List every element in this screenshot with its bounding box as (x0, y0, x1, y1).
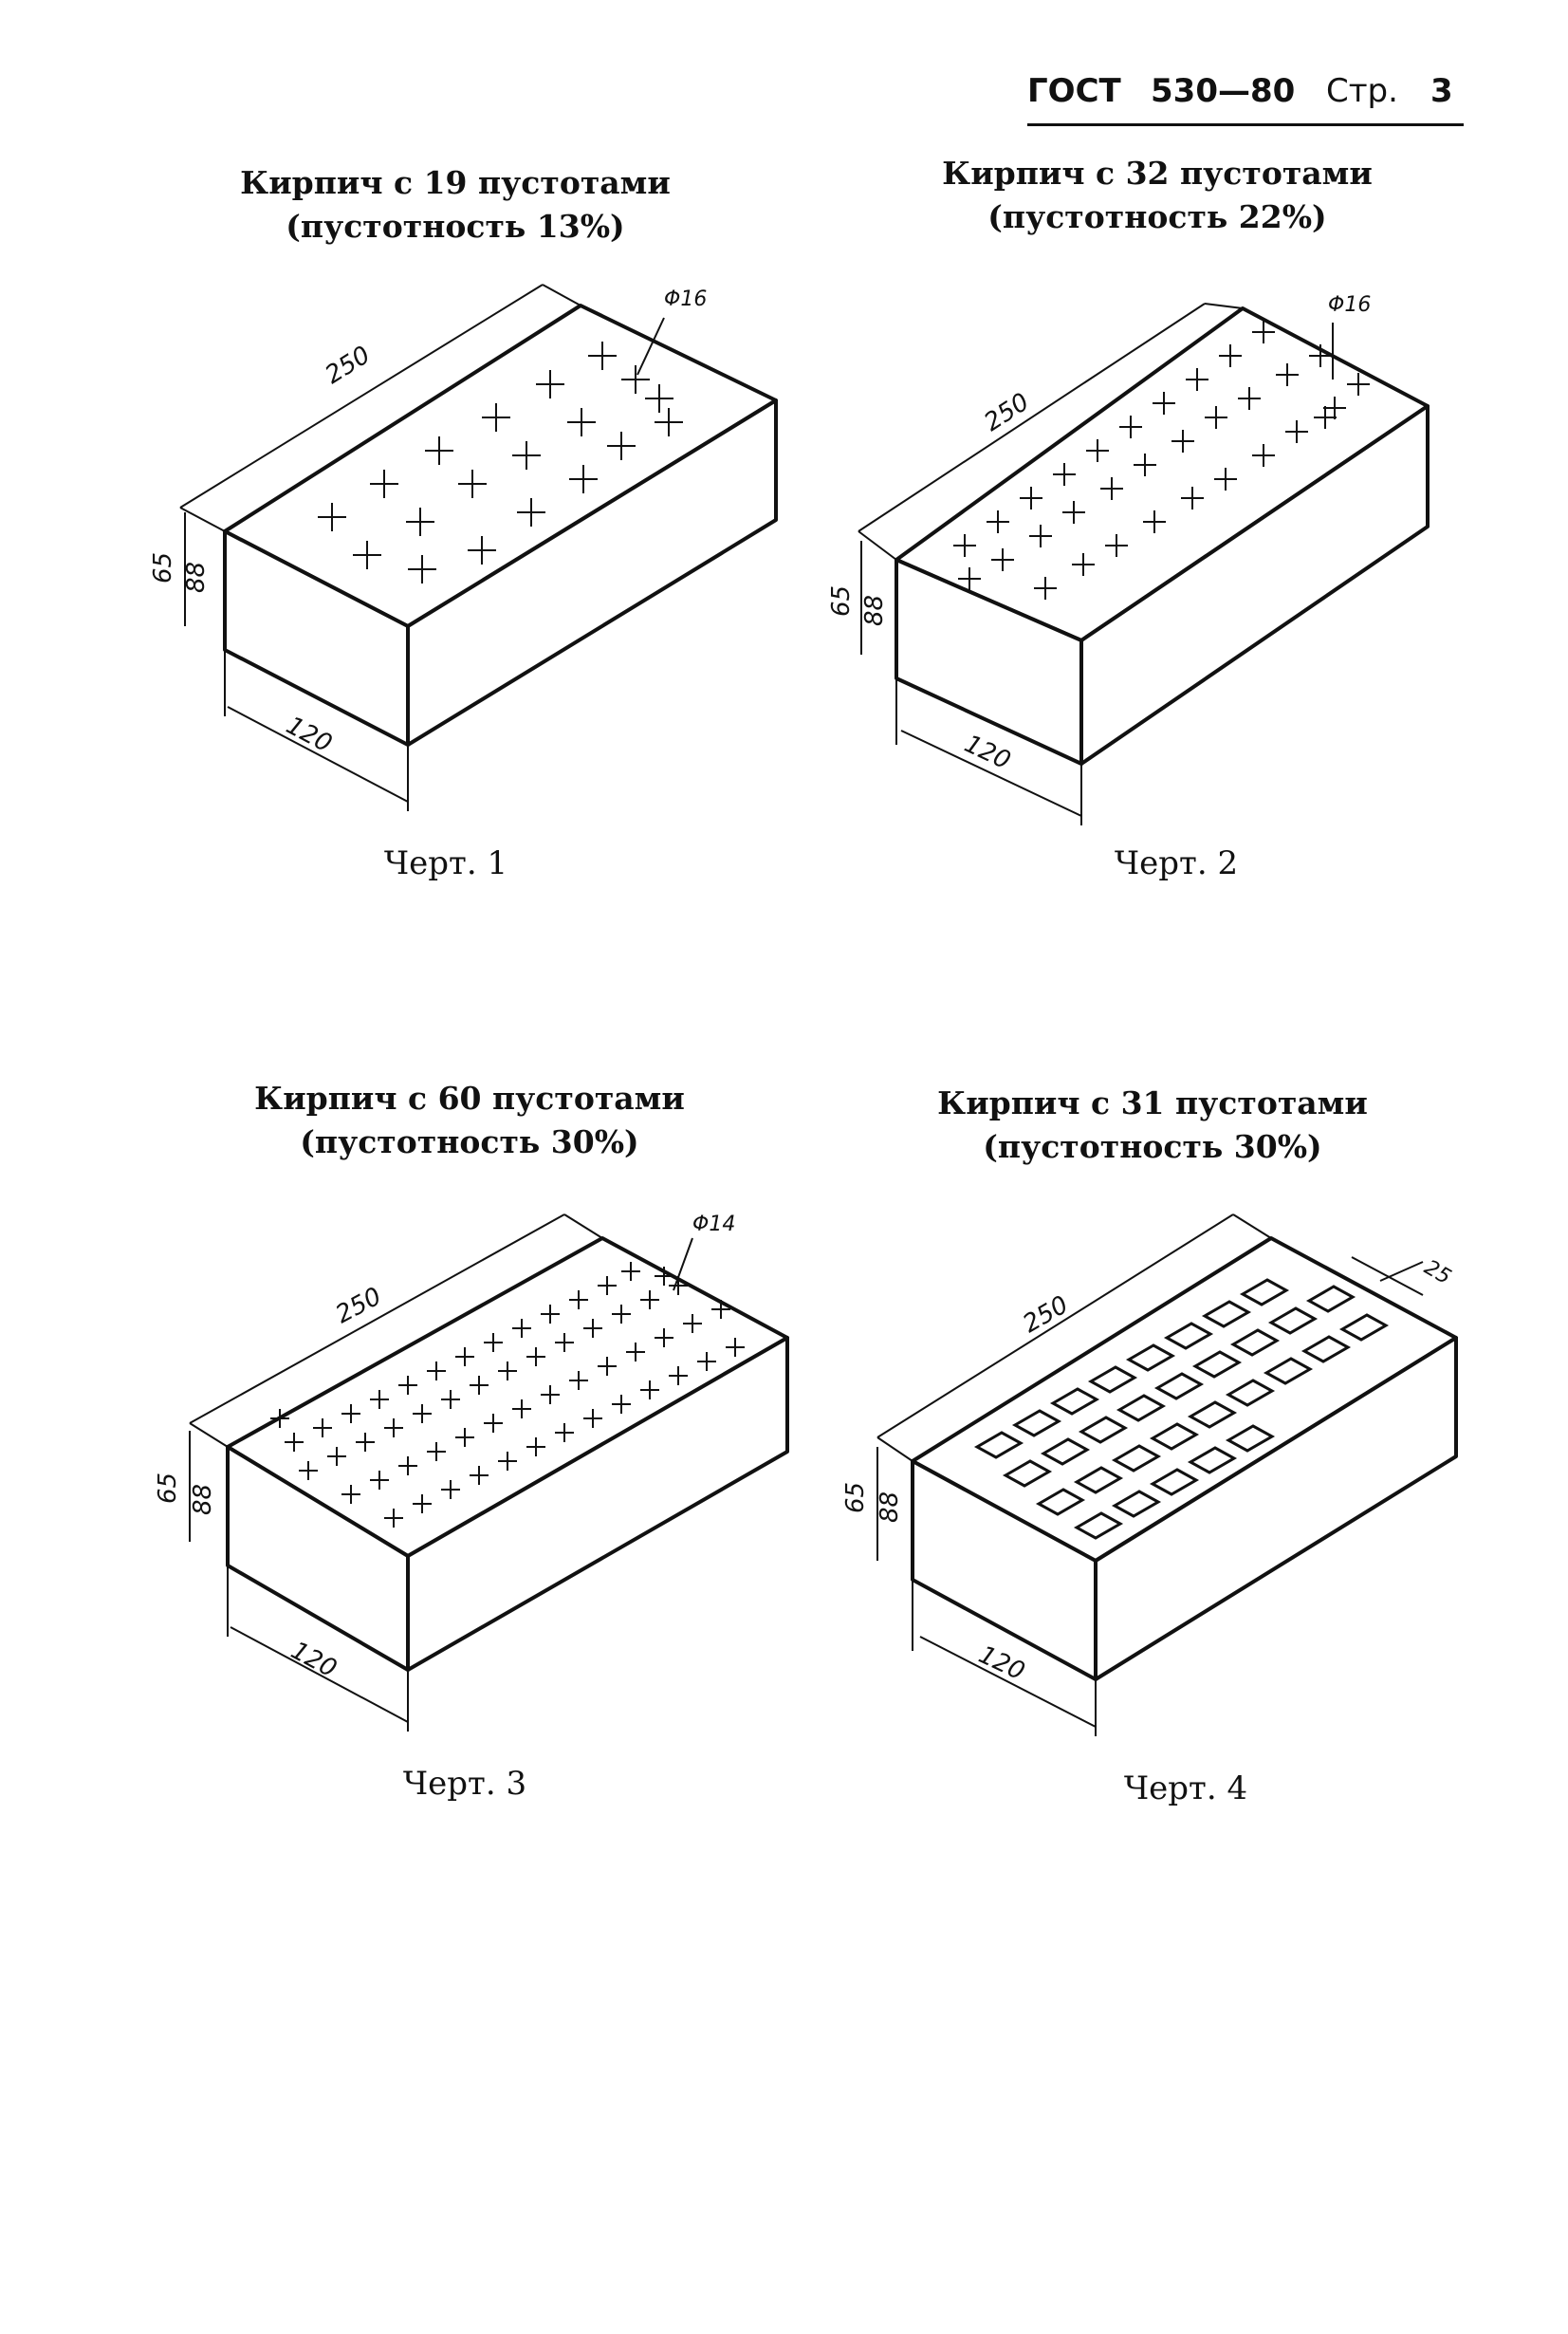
figure-3-caption: Кирпич с 60 пустотами (пустотность 30%) (204, 1077, 735, 1164)
brick-2-hole-label: Φ16 (1328, 293, 1371, 317)
brick-4-side-face (1094, 1336, 1458, 1681)
figure-2-subtitle: (пустотность 22%) (987, 198, 1327, 235)
brick-1-hole-label: Φ16 (664, 287, 707, 311)
page-header: ГОСТ 530—80 Стр. 3 (1027, 66, 1464, 126)
brick-2-width-dimension (900, 730, 1082, 817)
standard-number: 530—80 (1151, 72, 1296, 110)
brick-4 (876, 1213, 1458, 1736)
brick-2-height-label-2: 88 (860, 595, 889, 626)
brick-1-height-label-2: 88 (182, 562, 211, 593)
brick-2-length-dimension (858, 303, 1206, 532)
brick-4-hole-label: 25 (1420, 1256, 1455, 1290)
figure-4-caption: Кирпич с 31 пустотами (пустотность 30%) (887, 1082, 1418, 1169)
brick-4-height-label-2: 88 (876, 1491, 904, 1523)
standard-label: ГОСТ (1027, 72, 1121, 110)
figure-3-subtitle: (пустотность 30%) (300, 1123, 639, 1160)
brick-2-hole-marks (953, 321, 1370, 600)
page-label: Стр. (1326, 72, 1398, 110)
figure-4-subtitle: (пустотность 30%) (983, 1128, 1322, 1165)
brick-3-hole-marks (270, 1262, 745, 1528)
figure-3-label: Черт. 3 (402, 1765, 527, 1803)
figure-2-title: Кирпич с 32 пустотами (942, 155, 1373, 192)
figure-4-title: Кирпич с 31 пустотами (937, 1084, 1368, 1121)
figure-1-label: Черт. 1 (383, 844, 508, 882)
brick-1 (179, 284, 778, 811)
brick-3-height-label-2: 88 (189, 1484, 217, 1515)
brick-2-side-face (1079, 404, 1430, 766)
figure-4-label: Черт. 4 (1123, 1769, 1248, 1807)
brick-1-hole-marks (318, 342, 683, 584)
brick-4-height-label-1: 65 (841, 1482, 870, 1513)
brick-3-width-dimension (230, 1626, 409, 1723)
brick-1-side-face (406, 398, 778, 747)
figure-2-caption: Кирпич с 32 пустотами (пустотность 22%) (892, 152, 1423, 239)
figure-1-subtitle: (пустотность 13%) (286, 208, 625, 245)
brick-1-height-label-1: 65 (149, 552, 177, 584)
brick-2-height-label-1: 65 (827, 585, 856, 617)
brick-4-rectangular-holes (973, 1278, 1390, 1540)
page-number: 3 (1430, 72, 1453, 110)
brick-3-length-dimension (189, 1213, 565, 1424)
brick-3 (189, 1213, 789, 1732)
figure-2-label: Черт. 2 (1114, 844, 1239, 882)
brick-1-width-dimension (227, 706, 409, 803)
figure-1-title: Кирпич с 19 пустотами (240, 164, 671, 201)
brick-3-height-label-1: 65 (154, 1473, 182, 1504)
brick-3-hole-label: Φ14 (692, 1213, 735, 1236)
brick-2 (858, 303, 1430, 825)
brick-1-length-dimension (179, 284, 544, 509)
figure-1-caption: Кирпич с 19 пустотами (пустотность 13%) (190, 161, 721, 249)
brick-4-width-dimension (919, 1636, 1097, 1728)
figure-3-title: Кирпич с 60 пустотами (254, 1080, 685, 1117)
brick-3-side-face (406, 1336, 789, 1672)
brick-4-length-dimension (876, 1213, 1234, 1438)
